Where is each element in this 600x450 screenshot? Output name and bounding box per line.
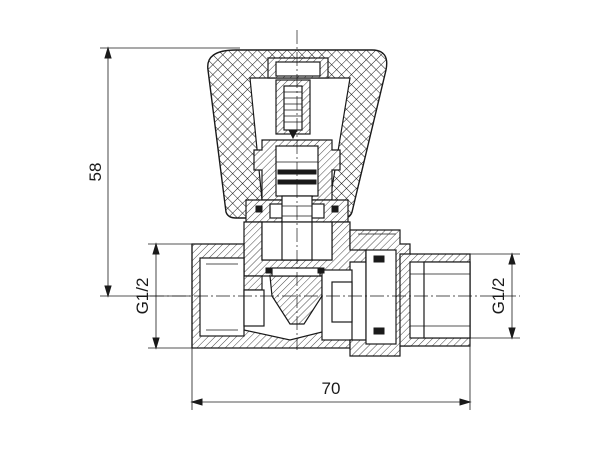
dimension-inlet-thread: G1/2: [133, 242, 192, 350]
center-lines: [150, 30, 520, 350]
outlet-thread-label: G1/2: [489, 278, 508, 315]
valve-body: [191, 221, 367, 349]
inlet-thread-label: G1/2: [133, 278, 152, 315]
outlet-tailpiece: [399, 253, 471, 347]
dimension-width: 70: [190, 346, 472, 410]
width-dimension-label: 70: [322, 379, 341, 398]
dimension-height: 58: [86, 46, 240, 298]
height-dimension-label: 58: [86, 163, 105, 182]
inlet-thread: [191, 244, 244, 348]
dimension-outlet-thread: G1/2: [470, 252, 520, 340]
union-nut: [349, 229, 411, 357]
